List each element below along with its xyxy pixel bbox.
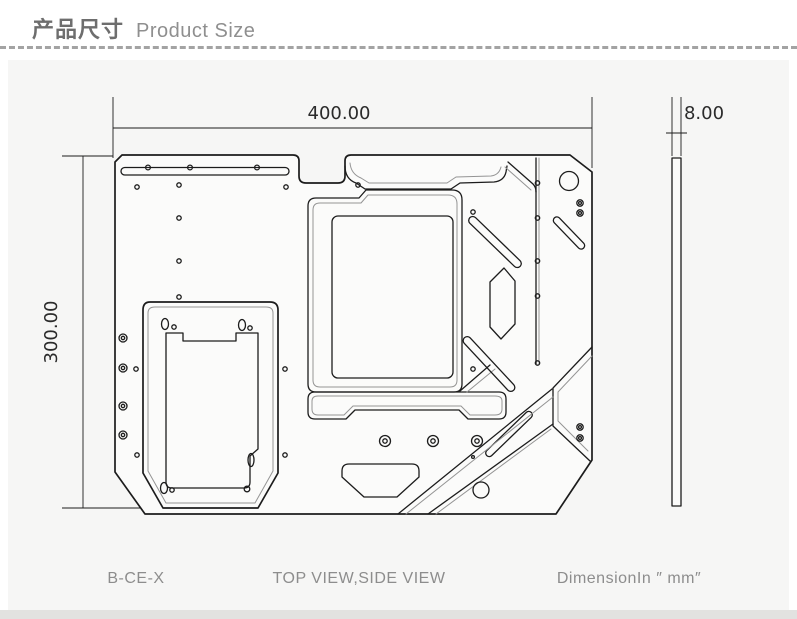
corner-diagonal-band [397,388,554,515]
page-title-chinese: 产品尺寸 [32,17,125,42]
drawing-footer: B-CE-X TOP VIEW,SIDE VIEW DimensionIn ″ … [107,570,701,587]
hex-cutout [489,267,516,340]
thickness-dimension-label: 8.00 [684,103,724,124]
dimension-height: 300.00 [41,155,140,509]
height-dimension-label: 300.00 [41,301,62,364]
lower-channel [307,364,507,420]
drill-holes [133,182,476,458]
standoff-holes [378,434,484,448]
plate-outline [114,154,593,515]
unit-label: DimensionIn ″ mm″ [557,570,701,587]
page-header: 产品尺寸 Product Size [32,12,255,44]
dimension-width: 400.00 [112,97,593,168]
side-view [671,157,682,507]
page-title-english: Product Size [136,20,256,42]
bottom-cutouts [341,454,490,499]
views-label: TOP VIEW,SIDE VIEW [273,570,446,587]
pump-mount [142,301,279,509]
top-right-features [558,170,584,217]
right-fold-line [534,157,541,366]
dimension-thickness: 8.00 [666,97,724,156]
width-dimension-label: 400.00 [308,103,371,124]
top-slot [120,164,290,176]
left-screw-holes [118,333,128,440]
diagonal-slots [462,215,586,458]
header-divider [0,46,797,49]
right-pocket [552,346,593,462]
model-label: B-CE-X [107,570,164,587]
top-view [114,154,593,515]
bottom-strip [0,610,797,619]
